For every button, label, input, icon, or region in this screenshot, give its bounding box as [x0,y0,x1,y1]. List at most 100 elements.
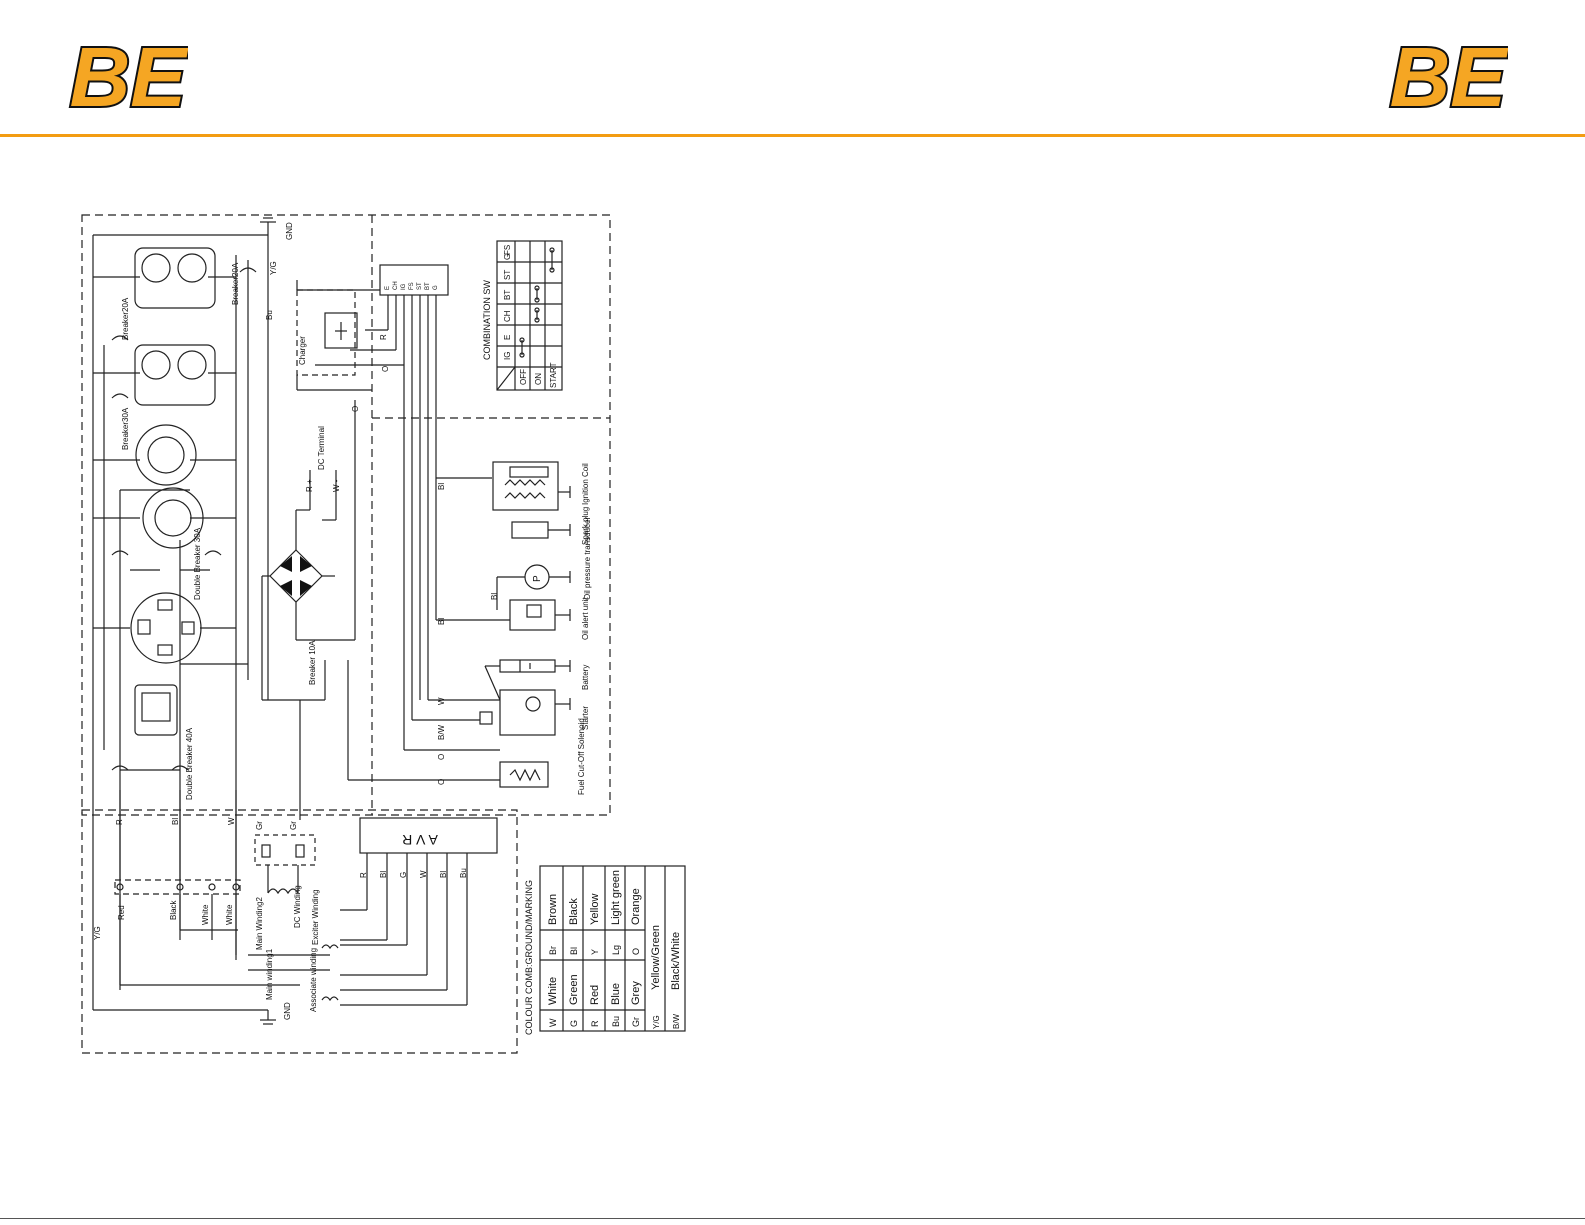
switch-wires [315,295,510,751]
colour-name-black: Black [568,898,580,925]
ground-symbol-top [260,217,276,235]
label-breaker-10a: Breaker 10A [308,640,317,685]
label-dc-winding: DC Winding [293,885,302,928]
colour-code-bu: Bu [611,1016,621,1027]
label-avr-bl: Bl [379,871,388,878]
switch-terminal-ch: CH [393,281,399,290]
oil-alert-unit [509,599,571,631]
colour-code-y: Y [590,949,600,955]
label-o-wire-4: O [437,779,446,785]
label-battery: Battery [581,665,590,690]
label-starter: Starter [581,706,590,730]
label-main-winding1: Main winding1 [265,948,274,1000]
label-p-symbol: P [532,575,543,582]
label-r-main: R [115,819,124,825]
label-gr-1: Gr [255,821,264,830]
label-breaker20a-2: Breaker20A [121,297,130,340]
label-avr-r: R [359,872,368,878]
switch-terminal-st: ST [417,282,423,290]
ground-symbol-bottom [260,1010,276,1025]
bus-lines [92,234,269,1011]
fuel-cutoff-solenoid [499,761,549,788]
label-charger: Charger [298,336,307,365]
label-ignition-coil: Ignition Coil [581,463,590,505]
label-w-minus: W - [332,479,341,492]
colour-name-yellow-green: Yellow/Green [650,925,662,990]
switch-terminal-fs: FS [409,282,415,290]
footer-divider [0,1218,1585,1219]
switch-header-ig: IG [503,352,512,360]
label-w-wire-1: W [437,697,446,705]
label-bu-wire: Bu [265,310,274,320]
colour-code-bw: B/W [672,1013,681,1029]
colour-name-green: Green [568,974,580,1005]
battery [484,659,571,701]
generator-windings [114,790,339,1002]
label-double-breaker-40a: Double Breaker 40A [185,727,194,800]
label-gr-2: Gr [289,821,298,830]
colour-code-yg: Y/G [652,1015,661,1029]
label-bw-wire: B/W [437,724,446,740]
spark-plug [511,521,571,539]
switch-header-e: E [503,335,512,340]
label-gnd-bottom: GND [283,1002,292,1020]
combination-switch [379,240,563,391]
label-black: Black [169,899,178,920]
label-o-wire-2: O [351,406,360,412]
brand-logo-left: BE [68,30,188,118]
switch-terminal-ig: IG [401,283,407,290]
label-o-wire-1: O [381,366,390,372]
colour-name-yellow: Yellow [589,894,601,925]
label-avr-g: G [399,872,408,878]
label-avr-bu: Bu [459,868,468,878]
rectifier-diodes [280,556,312,596]
twistlock-receptacle-2 [142,487,204,549]
starter-motor [479,689,571,736]
label-breaker20a-1: Breaker20A [231,262,240,305]
switch-terminal-bt: BT [425,282,431,290]
label-bl-wire-3: Bl [437,618,446,625]
colour-code-o: O [631,948,641,955]
switch-header-st: ST [503,270,512,280]
duplex-receptacle-1 [134,247,216,309]
label-red: Red [117,905,126,920]
label-oil-pressure: Oil pressure transducer [583,517,592,600]
switch-title: COMBINATION SW [482,280,492,360]
colour-code-w: W [548,1018,558,1027]
switch-terminal-g: G [433,285,439,290]
rectifier-bridge [261,400,500,820]
label-avr-bl2: Bl [439,871,448,878]
label-white-1: White [201,904,210,925]
label-double-breaker-30a: Double Breaker 30A [193,527,202,600]
colour-code-br: Br [548,946,558,955]
switch-header-ch: CH [503,310,512,322]
label-avr: A V R [402,832,438,848]
colour-code-lg: Lg [611,945,621,955]
header-divider [0,134,1585,137]
label-bl-wire-2: Bl [490,593,499,600]
label-o-wire-3: O [437,754,446,760]
switch-header-bt: BT [503,290,512,300]
label-main-winding2: Main Winding2 [255,897,264,950]
colour-code-g: G [569,1020,579,1027]
switch-row-start: START [549,362,558,388]
switch-header-g: G [503,254,512,260]
colour-code-gr: Gr [631,1017,641,1027]
label-avr-w: W [419,870,428,878]
breaker-symbols [111,267,257,771]
charger [296,280,380,391]
label-yg-bottom: Y/G [93,926,102,940]
switch-terminal-e: E [385,286,391,290]
label-associate-winding: Associate winding [309,948,318,1012]
colour-table-grid [539,865,686,1032]
label-white-2: White [225,904,234,925]
fifty-amp-receptacle [130,592,202,664]
colour-name-blue: Blue [610,983,622,1005]
colour-name-brown: Brown [547,894,559,925]
colour-code-r: R [590,1020,600,1027]
colour-name-red: Red [589,985,601,1005]
label-bl-wire-1: Bl [437,483,446,490]
label-dc-terminal: DC Terminal [317,426,326,470]
label-w-main: W [227,817,236,825]
